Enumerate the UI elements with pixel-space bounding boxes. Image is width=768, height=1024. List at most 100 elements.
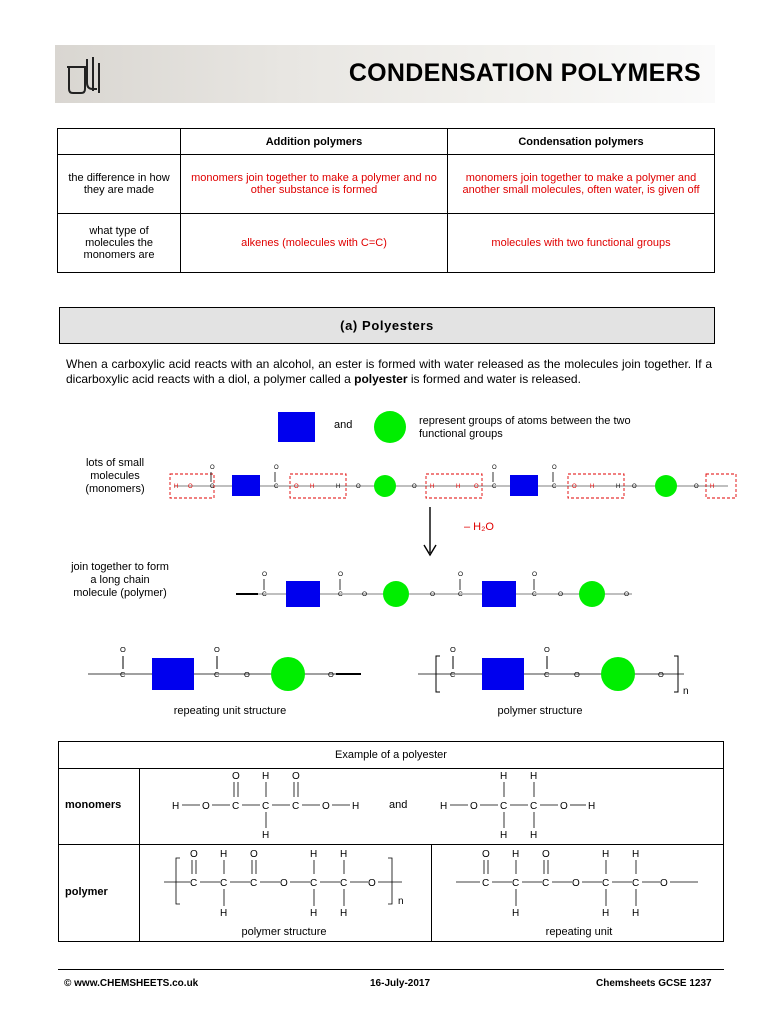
svg-text:O: O bbox=[250, 849, 258, 860]
table-row: the difference in how they are made mono… bbox=[57, 154, 715, 214]
repeating-unit-label: repeating unit structure bbox=[173, 705, 287, 717]
example-polymer-structure: C O C H H C O O C H H C H H O n bbox=[164, 849, 404, 919]
svg-text:C: C bbox=[220, 878, 227, 889]
svg-text:O: O bbox=[660, 878, 668, 889]
svg-text:H: H bbox=[440, 801, 447, 812]
svg-text:C: C bbox=[250, 878, 257, 889]
reaction-arrow bbox=[423, 507, 437, 557]
table-header-row: Addition polymers Condensation polymers bbox=[57, 128, 715, 155]
polymer-structure-diagram: CO CO O O n bbox=[418, 645, 689, 697]
svg-text:C: C bbox=[214, 670, 220, 679]
diol-structure: H O C H H C H H O H bbox=[440, 771, 595, 840]
section-title: (a) Polyesters bbox=[59, 307, 715, 344]
svg-text:O: O bbox=[450, 645, 456, 654]
water-removed-label: – H₂O bbox=[464, 521, 494, 533]
svg-text:O: O bbox=[294, 484, 299, 490]
polymer-structure-label: polymer structure bbox=[497, 705, 583, 717]
lab-glassware-icon bbox=[67, 57, 100, 94]
dicarboxylic-acid-structure: H O C O C H H C O O H bbox=[172, 771, 359, 840]
svg-text:O: O bbox=[470, 801, 478, 812]
svg-text:H: H bbox=[340, 908, 347, 919]
svg-text:H: H bbox=[530, 771, 537, 782]
svg-text:H: H bbox=[310, 849, 317, 860]
svg-text:H: H bbox=[456, 484, 460, 490]
legend-square bbox=[278, 412, 315, 442]
svg-text:C: C bbox=[552, 484, 557, 490]
legend-text: represent groups of atoms between the tw… bbox=[419, 415, 631, 440]
svg-text:H: H bbox=[590, 484, 594, 490]
legend-and: and bbox=[334, 419, 353, 431]
footer-divider bbox=[58, 969, 724, 970]
svg-text:C: C bbox=[120, 670, 126, 679]
svg-text:C: C bbox=[458, 591, 463, 598]
svg-text:C: C bbox=[482, 878, 489, 889]
svg-text:O: O bbox=[328, 670, 334, 679]
svg-text:H: H bbox=[262, 771, 269, 782]
svg-text:O: O bbox=[322, 801, 330, 812]
svg-text:O: O bbox=[244, 670, 250, 679]
svg-text:O: O bbox=[412, 484, 417, 490]
condensation-answer: molecules with two functional groups bbox=[447, 213, 715, 273]
legend-circle bbox=[374, 411, 406, 443]
addition-answer: alkenes (molecules with C=C) bbox=[180, 213, 448, 273]
monomers-row-label: monomers bbox=[65, 799, 122, 811]
svg-text:O: O bbox=[190, 849, 198, 860]
page-header: CONDENSATION POLYMERS bbox=[55, 45, 715, 103]
svg-text:C: C bbox=[512, 878, 519, 889]
svg-text:C: C bbox=[340, 878, 347, 889]
table-header-empty bbox=[57, 128, 181, 155]
svg-text:O: O bbox=[214, 645, 220, 654]
divider bbox=[139, 769, 140, 845]
svg-text:H: H bbox=[530, 830, 537, 840]
svg-text:O: O bbox=[560, 801, 568, 812]
svg-text:H: H bbox=[632, 849, 639, 860]
polymer-label: join together to form a long chain molec… bbox=[71, 561, 169, 599]
svg-text:n: n bbox=[683, 686, 689, 697]
svg-text:O: O bbox=[574, 670, 580, 679]
svg-text:C: C bbox=[602, 878, 609, 889]
intro-bold-term: polyester bbox=[354, 372, 408, 386]
svg-text:H: H bbox=[632, 908, 639, 919]
svg-text:C: C bbox=[530, 801, 537, 812]
svg-text:C: C bbox=[492, 484, 497, 490]
svg-text:C: C bbox=[450, 670, 456, 679]
polymer-chain-diagram: CO CO O O CO CO O O bbox=[236, 571, 632, 607]
svg-text:O: O bbox=[624, 591, 629, 598]
svg-text:C: C bbox=[190, 878, 197, 889]
svg-text:O: O bbox=[292, 771, 300, 782]
footer-date: 16-July-2017 bbox=[370, 978, 431, 989]
svg-text:H: H bbox=[336, 484, 340, 490]
example-title: Example of a polyester bbox=[59, 742, 723, 769]
svg-text:C: C bbox=[542, 878, 549, 889]
row-label: what type of molecules the monomers are bbox=[57, 213, 181, 273]
divider bbox=[59, 844, 723, 845]
svg-text:O: O bbox=[474, 484, 479, 490]
svg-text:O: O bbox=[558, 591, 563, 598]
svg-text:O: O bbox=[482, 849, 490, 860]
svg-text:O: O bbox=[694, 484, 699, 490]
svg-text:O: O bbox=[458, 571, 463, 578]
svg-text:H: H bbox=[220, 908, 227, 919]
svg-text:n: n bbox=[398, 896, 404, 907]
svg-text:H: H bbox=[602, 849, 609, 860]
svg-text:O: O bbox=[262, 571, 267, 578]
svg-text:C: C bbox=[544, 670, 550, 679]
table-header-condensation: Condensation polymers bbox=[447, 128, 715, 155]
svg-text:C: C bbox=[310, 878, 317, 889]
svg-text:O: O bbox=[338, 571, 343, 578]
svg-text:C: C bbox=[292, 801, 299, 812]
divider bbox=[139, 844, 140, 942]
svg-text:C: C bbox=[532, 591, 537, 598]
polymer-row-label: polymer bbox=[65, 886, 108, 898]
svg-text:O: O bbox=[188, 484, 193, 490]
svg-text:H: H bbox=[310, 484, 314, 490]
svg-text:O: O bbox=[274, 465, 279, 471]
svg-text:O: O bbox=[280, 878, 288, 889]
svg-text:H: H bbox=[172, 801, 179, 812]
addition-answer: monomers join together to make a polymer… bbox=[180, 154, 448, 214]
svg-text:O: O bbox=[542, 849, 550, 860]
svg-text:O: O bbox=[572, 484, 577, 490]
repeating-unit-diagram: CO CO O O bbox=[88, 645, 361, 691]
svg-text:O: O bbox=[492, 465, 497, 471]
